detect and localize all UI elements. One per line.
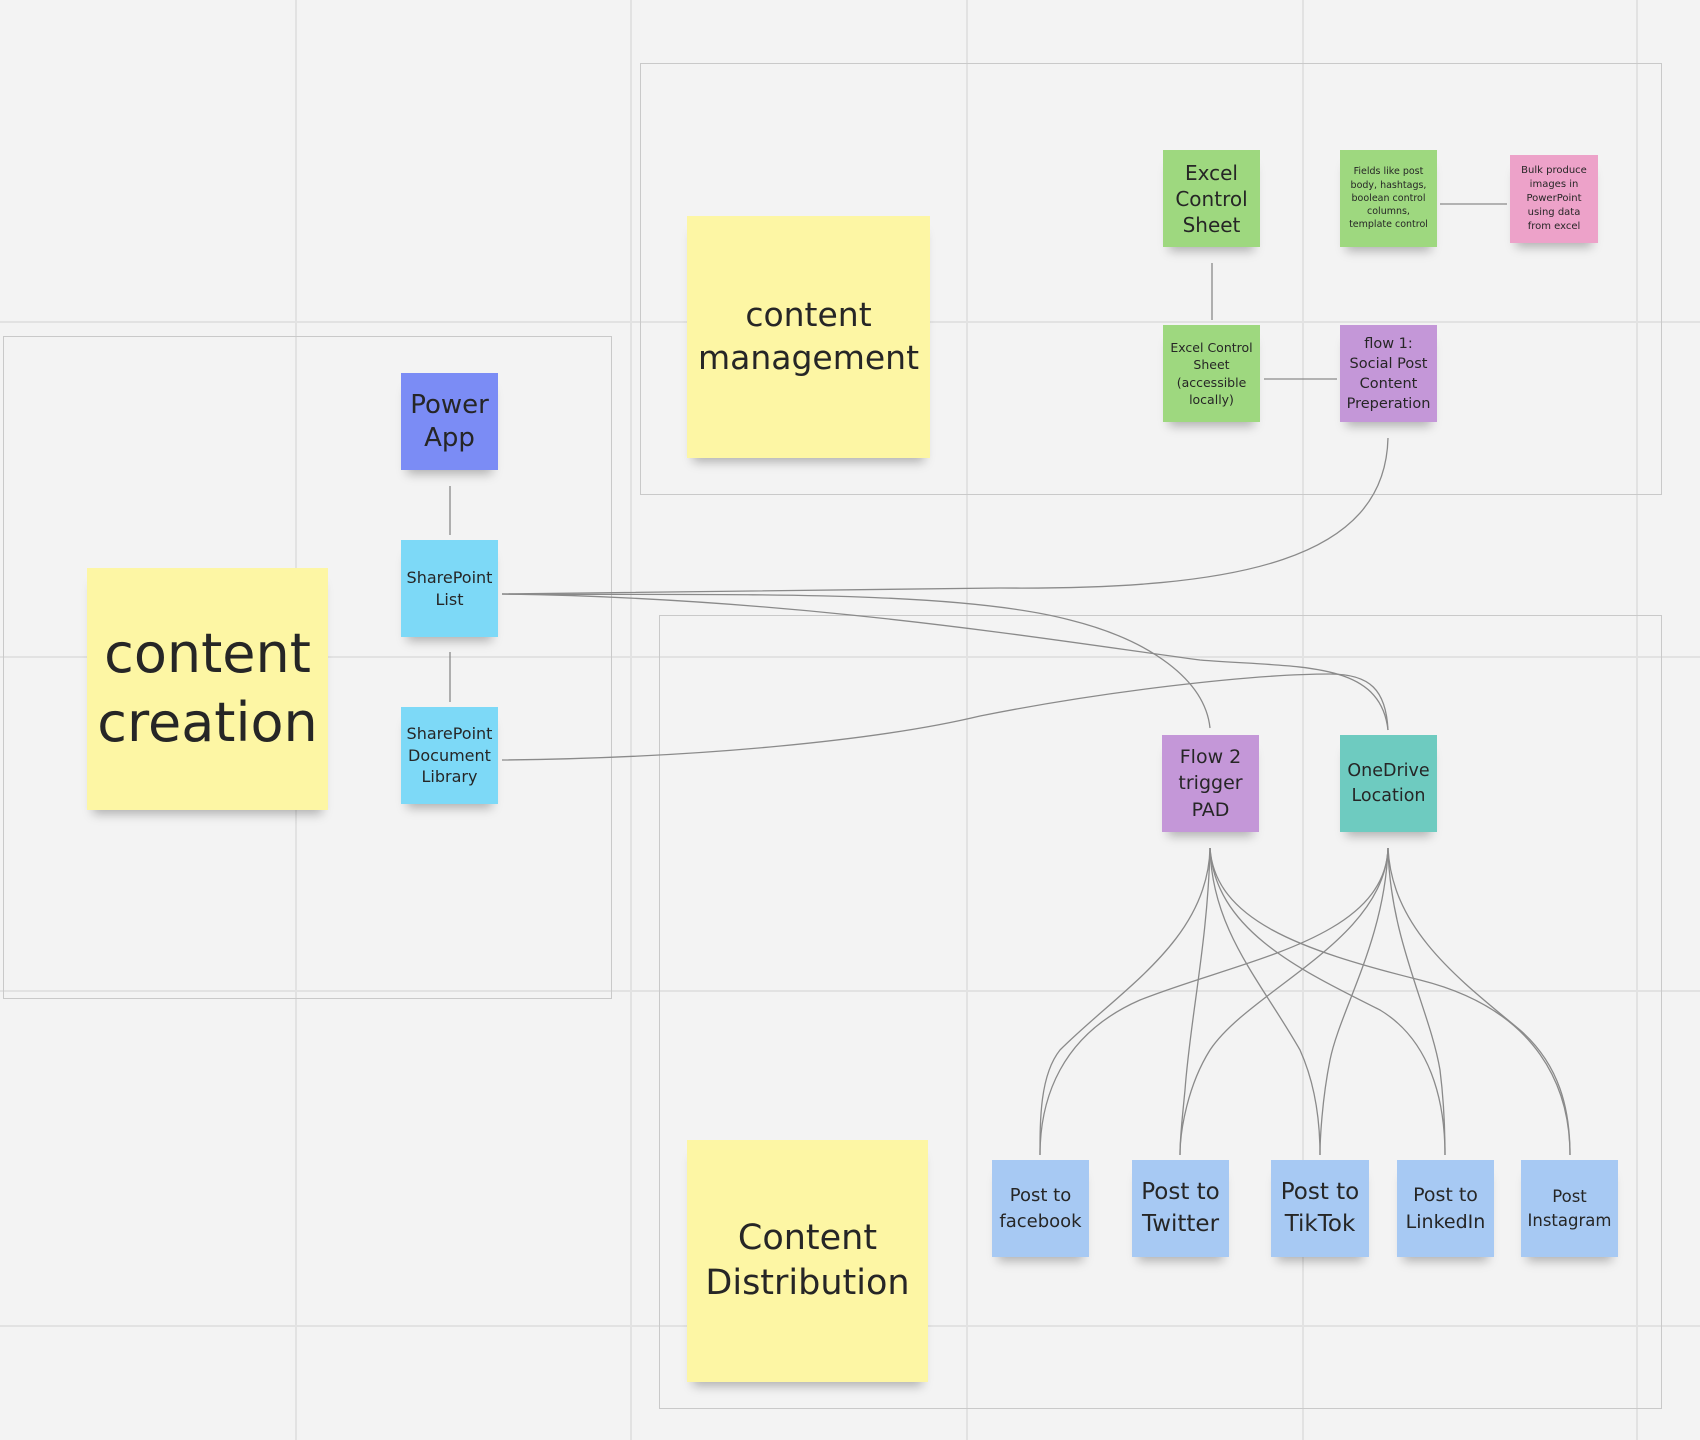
grid-line: [966, 0, 968, 1440]
sticky-label: SharePoint Document Library: [406, 724, 493, 787]
connector-flow2-tiktok: [1209, 847, 1321, 1156]
sticky-label: flow 1: Social Post Content Preperation: [1346, 335, 1431, 412]
sticky-label: content creation: [97, 622, 318, 754]
sticky-content-creation[interactable]: content creation: [87, 568, 328, 810]
sticky-onedrive-location[interactable]: OneDrive Location: [1340, 735, 1437, 832]
sticky-label: Post to LinkedIn: [1405, 1183, 1486, 1233]
sticky-label: SharePoint List: [406, 567, 493, 609]
sticky-label: content management: [697, 295, 920, 377]
sticky-content-management[interactable]: content management: [687, 216, 930, 458]
connector-flow2-twitter: [1179, 847, 1211, 1156]
sticky-label: Post Instagram: [1527, 1187, 1612, 1230]
connector-onedrive-instagram: [1387, 847, 1571, 1156]
connector-doclib-onedrive: [501, 673, 1389, 761]
sticky-label: Flow 2 trigger PAD: [1178, 745, 1243, 821]
connector-sharepoint-list-flow2: [501, 593, 1211, 729]
sticky-label: Excel Control Sheet: [1175, 160, 1248, 237]
sticky-post-instagram[interactable]: Post Instagram: [1521, 1160, 1618, 1257]
sticky-post-tiktok[interactable]: Post to TikTok: [1271, 1160, 1369, 1257]
sticky-label: Post to TikTok: [1280, 1178, 1360, 1237]
connector-flow2-linkedin: [1209, 847, 1446, 1156]
sticky-sharepoint-list[interactable]: SharePoint List: [401, 540, 498, 637]
frame-content-management[interactable]: [640, 63, 1662, 495]
sticky-label: Post to Twitter: [1141, 1178, 1220, 1237]
connector-flow2-facebook: [1039, 847, 1211, 1156]
connector-onedrive-facebook: [1039, 847, 1389, 1156]
sticky-post-linkedin[interactable]: Post to LinkedIn: [1397, 1160, 1494, 1257]
sticky-label: Content Distribution: [705, 1217, 910, 1304]
connector-sharepoint-list-onedrive: [501, 593, 1389, 731]
sticky-label: Power App: [410, 390, 489, 453]
sticky-content-distribution[interactable]: Content Distribution: [687, 1140, 928, 1382]
sticky-flow2-trigger-pad[interactable]: Flow 2 trigger PAD: [1162, 735, 1259, 832]
connector-onedrive-twitter: [1179, 847, 1389, 1156]
grid-line: [1302, 0, 1304, 1440]
sticky-label: Post to facebook: [999, 1185, 1082, 1232]
grid-line: [0, 990, 1700, 992]
connector-onedrive-tiktok: [1319, 847, 1389, 1156]
sticky-post-twitter[interactable]: Post to Twitter: [1132, 1160, 1229, 1257]
frame-content-distribution[interactable]: [659, 615, 1662, 1409]
sticky-label: Bulk produce images in PowerPoint using …: [1521, 165, 1587, 232]
sticky-label: OneDrive Location: [1347, 761, 1430, 806]
sticky-excel-control-sheet-local[interactable]: Excel Control Sheet (accessible locally): [1163, 325, 1260, 422]
connector-flow1-sharepoint-list: [501, 437, 1389, 595]
sticky-bulk-produce[interactable]: Bulk produce images in PowerPoint using …: [1510, 155, 1598, 243]
connector-flow2-instagram: [1209, 847, 1571, 1156]
sticky-fields-note[interactable]: Fields like post body, hashtags, boolean…: [1340, 150, 1437, 247]
frame-content-creation[interactable]: [3, 336, 612, 999]
sticky-label: Fields like post body, hashtags, boolean…: [1349, 166, 1428, 231]
sticky-sharepoint-document-library[interactable]: SharePoint Document Library: [401, 707, 498, 804]
sticky-label: Excel Control Sheet (accessible locally): [1170, 339, 1253, 408]
grid-line: [1636, 0, 1638, 1440]
grid-line: [630, 0, 632, 1440]
sticky-excel-control-sheet[interactable]: Excel Control Sheet: [1163, 150, 1260, 247]
sticky-flow1[interactable]: flow 1: Social Post Content Preperation: [1340, 325, 1437, 422]
sticky-post-facebook[interactable]: Post to facebook: [992, 1160, 1089, 1257]
grid-line: [0, 656, 1700, 658]
sticky-power-app[interactable]: Power App: [401, 373, 498, 470]
connector-onedrive-linkedin: [1387, 847, 1446, 1156]
